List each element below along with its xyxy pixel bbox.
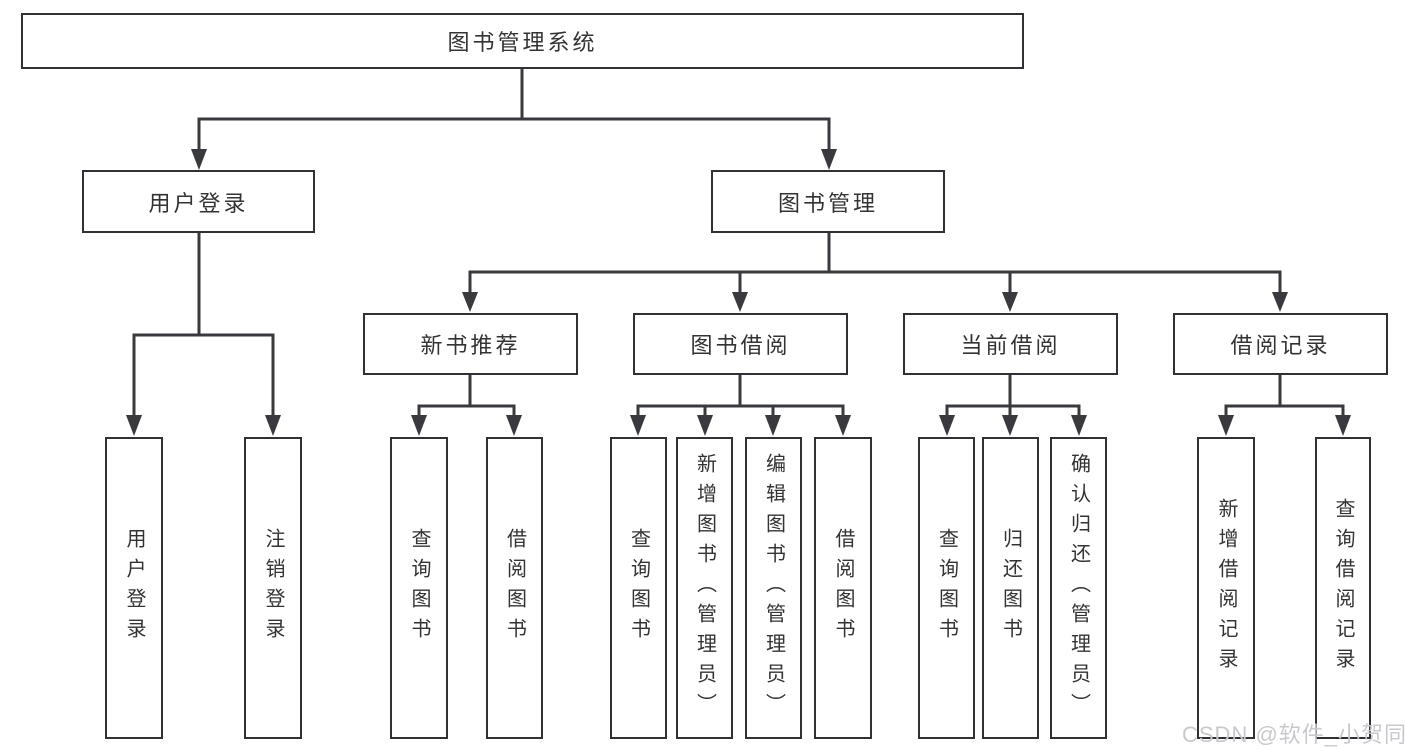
node-user-login: 用户登录 [82, 170, 315, 233]
edge-new-book-recommend-to-children [411, 372, 522, 436]
edge-current-borrowing-to-children [939, 372, 1087, 436]
leaf-query-books-recommend: 查询图书 [390, 437, 448, 739]
edge-book-borrowing-to-children [630, 372, 851, 436]
leaf-add-borrow-record: 新增借阅记录 [1197, 437, 1255, 739]
node-book-borrowing: 图书借阅 [633, 313, 848, 375]
leaf-edit-book-admin: 编辑图书（管理员） [745, 437, 802, 739]
edge-user-login-to-children [126, 230, 281, 436]
leaf-borrow-books-recommend: 借阅图书 [486, 437, 543, 739]
leaf-query-books-borrowing: 查询图书 [610, 437, 667, 739]
edge-root-to-level1 [191, 66, 837, 170]
leaf-query-borrow-record: 查询借阅记录 [1315, 437, 1371, 739]
leaf-return-books: 归还图书 [982, 437, 1039, 739]
node-library-management-system: 图书管理系统 [21, 13, 1024, 69]
leaf-user-login: 用户登录 [105, 437, 163, 739]
leaf-borrow-books: 借阅图书 [814, 437, 872, 739]
node-borrowing-records: 借阅记录 [1173, 313, 1388, 375]
node-book-management: 图书管理 [711, 170, 945, 233]
csdn-watermark: CSDN @软件_小贺同学 [1182, 722, 1405, 747]
leaf-query-books-current: 查询图书 [918, 437, 975, 739]
edge-book-management-to-level2 [462, 230, 1288, 312]
node-new-book-recommend: 新书推荐 [363, 313, 578, 375]
leaf-add-book-admin: 新增图书（管理员） [676, 437, 733, 739]
edge-borrowing-records-to-children [1218, 372, 1351, 436]
leaf-confirm-return-admin: 确认归还（管理员） [1050, 437, 1107, 739]
node-current-borrowing: 当前借阅 [903, 313, 1118, 375]
leaf-logout: 注销登录 [244, 437, 302, 739]
